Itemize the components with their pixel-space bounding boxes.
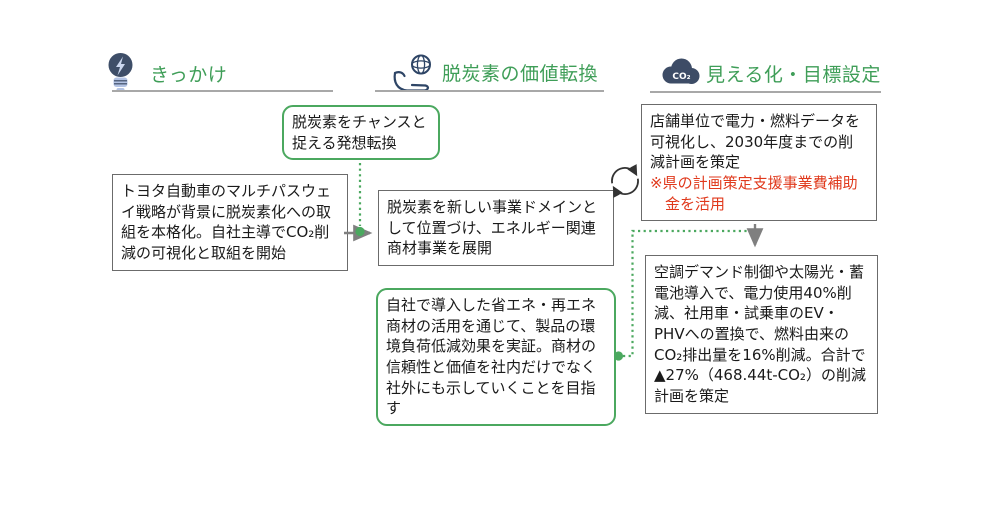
subsidy-note: ※県の計画策定支援事業費補助金を活用: [650, 174, 858, 213]
column-label-visualization: 見える化・目標設定: [706, 64, 881, 86]
reduction-target-box: 空調デマンド制御や太陽光・蓄電池導入で、電力使用40%削減、社用車・試乗車のEV…: [645, 255, 878, 414]
visualization-plan-box: 店舗単位で電力・燃料データを可視化し、2030年度までの削減計画を策定 ※県の計…: [641, 104, 877, 222]
trigger-box: トヨタ自動車のマルチパスウェイ戦略が背景に脱炭素化への取組を本格化。自社主導でC…: [112, 174, 348, 271]
business-domain-box: 脱炭素を新しい事業ドメインとして位置づけ、エネルギー関連商材事業を展開: [378, 190, 614, 267]
column-underline-visualization: [650, 91, 881, 93]
demonstration-box: 自社で導入した省エネ・再エネ商材の活用を通じて、製品の環境負荷低減効果を実証。商…: [376, 288, 616, 427]
co2-cloud-icon: CO₂: [662, 58, 700, 84]
mindset-shift-box: 脱炭素をチャンスと捉える発想転換: [282, 105, 440, 161]
co2-icon-text: CO₂: [672, 72, 690, 82]
lightbulb-icon: [108, 53, 133, 92]
cycle-arrows-icon: [611, 164, 639, 198]
column-label-trigger: きっかけ: [150, 64, 228, 86]
visualization-plan-text: 店舗単位で電力・燃料データを可視化し、2030年度までの削減計画を策定: [650, 112, 861, 172]
column-underline-value-shift: [375, 90, 604, 92]
column-label-value-shift: 脱炭素の価値転換: [442, 63, 599, 85]
column-underline-trigger: [112, 90, 333, 92]
dot-mindset-junction: [355, 226, 365, 237]
